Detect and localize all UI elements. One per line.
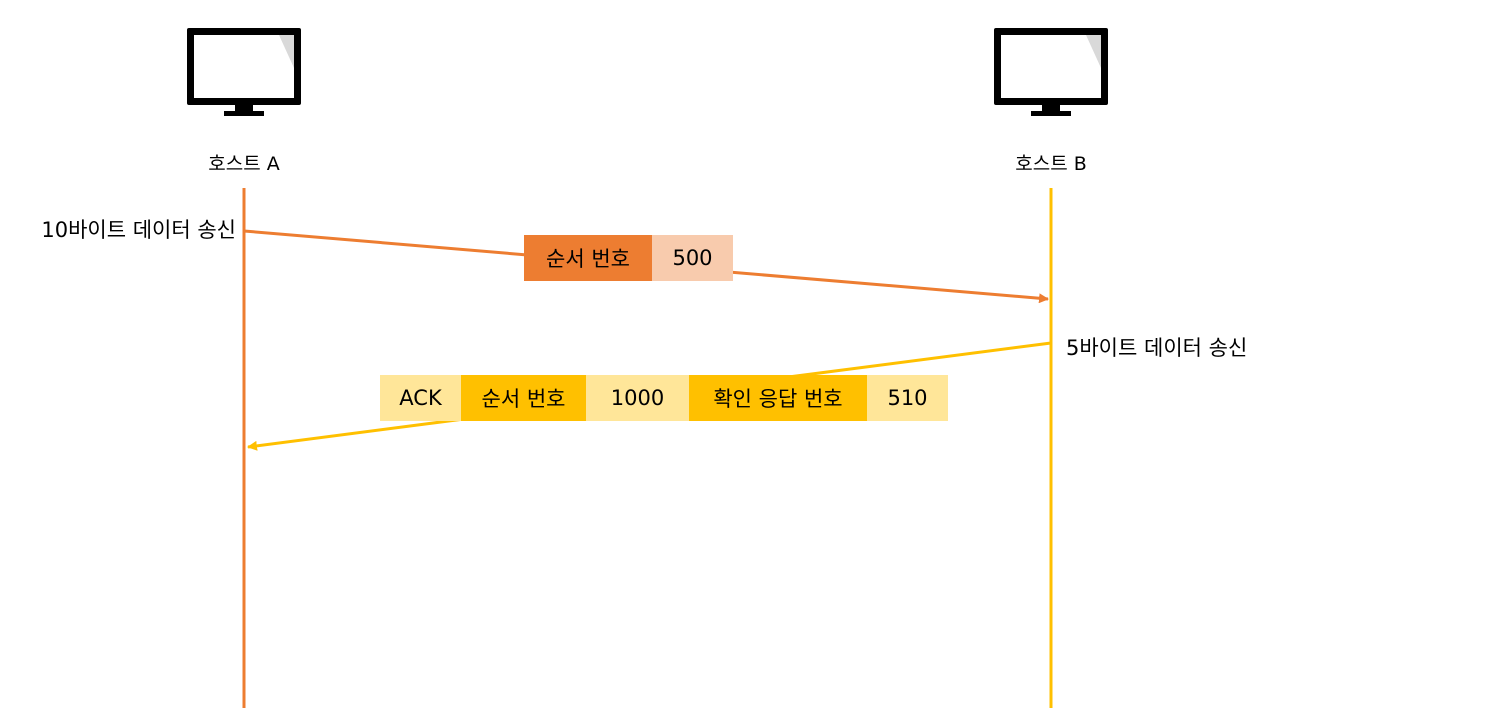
segment-a-seq-value: 500 [652,235,733,281]
segment-b-ack-label: 확인 응답 번호 [689,375,867,421]
segment-a-seq-label: 순서 번호 [524,235,652,281]
segment-b-ack-value: 510 [867,375,948,421]
host-b-send-note: 5바이트 데이터 송신 [1066,336,1248,360]
monitor-icon [994,28,1108,116]
monitor-icon [187,28,301,116]
segment-b-seq-value: 1000 [586,375,689,421]
host-b-label: 호스트 B [1015,153,1087,175]
segment-b-ack-flag: ACK [380,375,461,421]
host-a-label: 호스트 A [208,153,280,175]
segment-b-seq-label: 순서 번호 [461,375,586,421]
host-a-send-note: 10바이트 데이터 송신 [41,218,236,242]
